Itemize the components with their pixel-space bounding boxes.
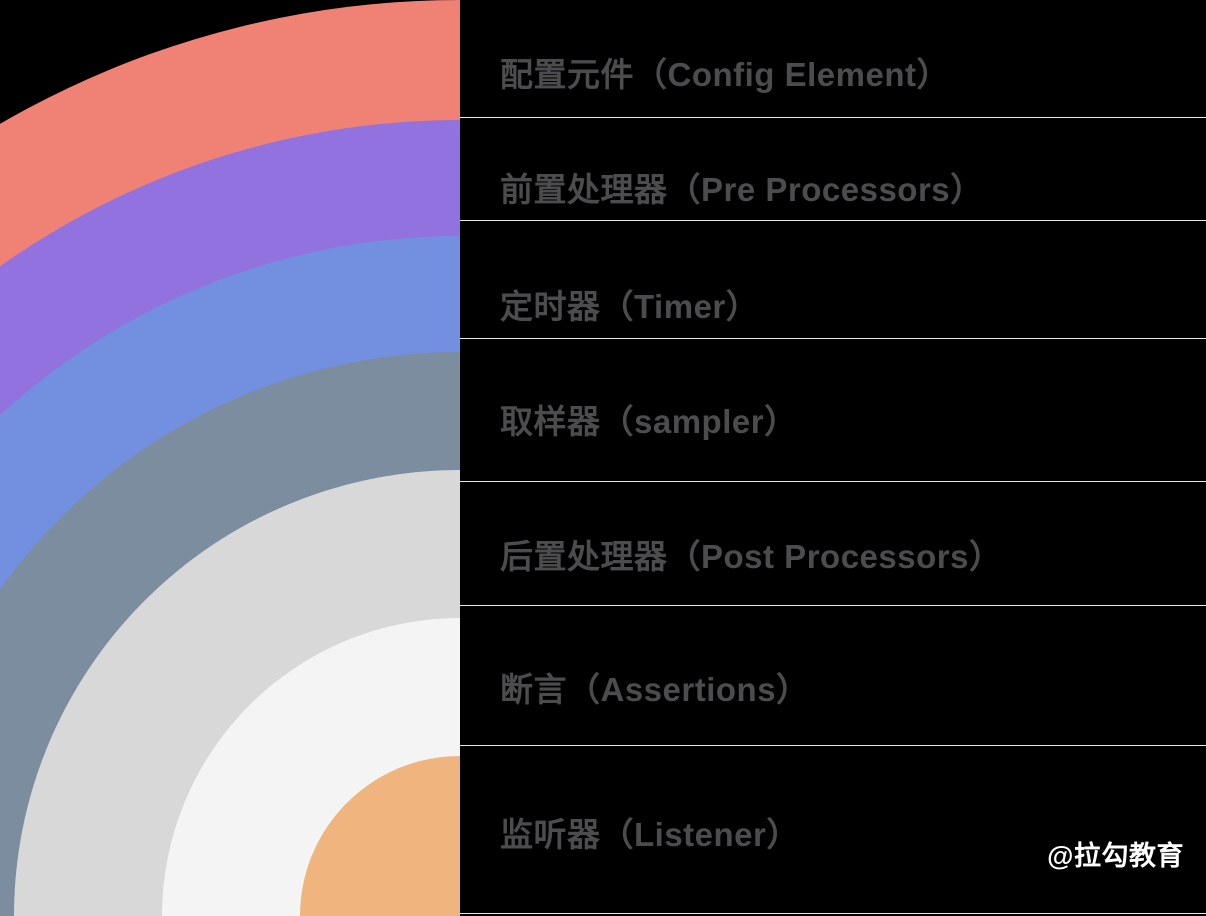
row-divider-1 [460,117,1206,118]
row-divider-3 [460,338,1206,339]
row-label-04: 取样器（sampler） [500,403,798,440]
row-label-06: 断言（Assertions） [500,671,810,708]
row-label-07: 监听器（Listener） [500,816,800,853]
concentric-arc-panel [0,0,460,916]
row-divider-4 [460,481,1206,482]
watermark-label: @拉勾教育 [1047,841,1184,871]
row-label-02: 前置处理器（Pre Processors） [500,171,984,208]
row-divider-6 [460,745,1206,746]
row-label-01: 配置元件（Config Element） [500,56,951,93]
row-divider-2 [460,220,1206,221]
bottom-rule [460,913,1206,914]
row-divider-5 [460,605,1206,606]
row-label-05: 后置处理器（Post Processors） [500,538,1003,575]
row-label-03: 定时器（Timer） [500,288,760,325]
